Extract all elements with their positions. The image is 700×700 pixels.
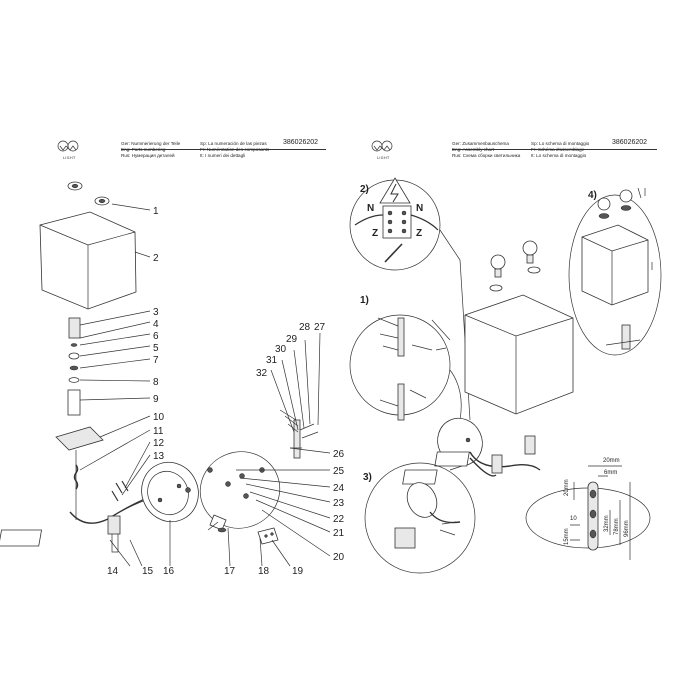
step-label-2: 2) (360, 184, 369, 195)
left-header-it: It: I numeri dei dettagli (200, 153, 246, 159)
terminal-label-n-right: N (416, 203, 423, 214)
part-label-9: 9 (153, 394, 159, 405)
step-2-wiring-detail: N N Z Z (349, 177, 471, 421)
dim-32mm: 32mm (604, 515, 610, 532)
part-label-5: 5 (153, 343, 159, 354)
part-label-28: 28 (299, 322, 311, 333)
part-label-20: 20 (333, 552, 345, 563)
part-label-8: 8 (153, 377, 159, 388)
dim-20mm-side: 20mm (564, 479, 570, 496)
part-label-3: 3 (153, 307, 159, 318)
assembled-wall-fixture (402, 417, 541, 485)
part-label-29: 29 (286, 334, 298, 345)
step-label-1: 1) (360, 295, 369, 306)
lamp-shade-part (39, 211, 137, 310)
part-label-2: 2 (153, 253, 159, 264)
part-label-26: 26 (333, 449, 345, 460)
terminal-label-z-right: Z (416, 228, 422, 239)
part-label-4: 4 (153, 319, 159, 330)
socket-assembly-part (55, 317, 104, 520)
part-label-31: 31 (266, 355, 278, 366)
left-logo-text: LIGHT (63, 156, 76, 160)
part-label-27: 27 (314, 322, 326, 333)
small-screws-part (111, 480, 129, 502)
assembled-lamp-shade (464, 240, 574, 415)
part-label-6: 6 (153, 331, 159, 342)
step-label-3: 3) (363, 472, 372, 483)
part-label-23: 23 (333, 498, 345, 509)
right-brand-logo-icon (371, 140, 393, 152)
left-header-sp: Sp: La numeración de las piezas (200, 141, 267, 146)
terminal-label-z-left: Z (372, 228, 378, 239)
part-label-13: 13 (153, 451, 165, 462)
step-3-arm-detail (364, 462, 476, 574)
terminal-block-part (257, 527, 279, 545)
part-label-14: 14 (107, 566, 119, 577)
right-logo-text: LIGHT (377, 156, 390, 160)
part-label-19: 19 (292, 566, 304, 577)
right-header-rule (452, 149, 657, 150)
bracket-dimension-drawing: 20mm 6mm 20mm 10 15mm 32mm 78mm 96mm (525, 458, 651, 560)
terminal-label-n-left: N (367, 203, 374, 214)
dim-15mm: 15mm (564, 528, 570, 545)
left-leader-lines (79, 203, 331, 567)
part-label-15: 15 (142, 566, 154, 577)
part-label-7: 7 (153, 355, 159, 366)
wall-plate-part (141, 461, 199, 523)
part-label-18: 18 (258, 566, 270, 577)
part-label-32: 32 (256, 368, 268, 379)
right-header-ger: Ger: Zusammenbauschema (452, 141, 509, 146)
part-number-labels: 1 2 3 4 5 6 7 8 9 10 11 12 13 14 15 16 1… (107, 206, 345, 577)
part-label-21: 21 (333, 528, 345, 539)
screw-anchor-part (207, 514, 227, 533)
dim-78mm: 78mm (614, 518, 620, 535)
dim-20mm-top: 20mm (603, 458, 620, 464)
part-label-22: 22 (333, 514, 345, 525)
part-label-10: 10 (153, 412, 165, 423)
part-label-11: 11 (153, 426, 164, 437)
right-header-it: It: Lo schema di montaggio (531, 153, 587, 159)
dim-96mm: 96mm (624, 520, 630, 537)
part-label-16: 16 (163, 566, 175, 577)
part-label-25: 25 (333, 466, 345, 477)
step-1-mounting-detail (349, 314, 462, 421)
mounting-bracket-part (185, 451, 281, 529)
dim-6mm: 6mm (604, 470, 617, 476)
holder-ring-icon (67, 181, 110, 206)
left-brand-logo-icon (57, 140, 79, 152)
dim-10: 10 (570, 516, 577, 522)
part-label-1: 1 (153, 206, 159, 217)
part-label-24: 24 (333, 483, 345, 494)
left-header-rus: Rus: Нумерация деталей (121, 153, 175, 159)
left-header-ger: Ger: Nummerierung der Teile (121, 141, 181, 146)
part-label-12: 12 (153, 438, 165, 449)
part-label-17: 17 (224, 566, 236, 577)
step-4-shade-detail (568, 187, 662, 356)
right-article-code: 386026202 (612, 139, 648, 146)
right-header-rus: Rus: Схема сборки светильника (452, 153, 521, 159)
left-article-code: 386026202 (283, 139, 319, 146)
part-label-30: 30 (275, 344, 287, 355)
right-header-sp: Sp: Lo schema di montaggio (531, 141, 590, 146)
step-label-4: 4) (588, 190, 597, 201)
left-header-rule (121, 149, 326, 150)
